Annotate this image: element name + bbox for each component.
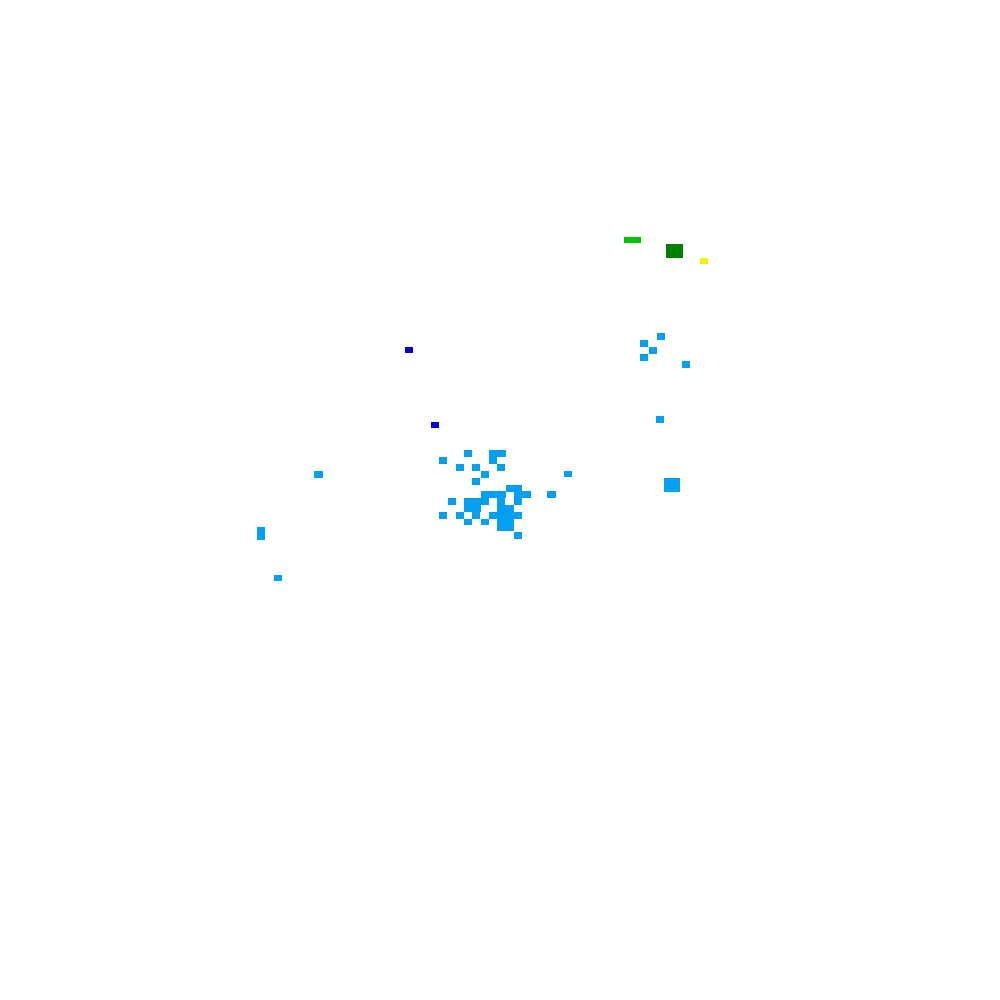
light-blue-pixel-block bbox=[497, 525, 514, 531]
light-blue-pixel-block bbox=[481, 471, 489, 478]
light-blue-pixel-block bbox=[514, 498, 522, 505]
light-blue-pixel-block bbox=[489, 450, 506, 457]
light-blue-pixel-block bbox=[497, 464, 505, 471]
light-blue-pixel-block bbox=[481, 491, 506, 498]
light-blue-pixel-block bbox=[472, 512, 480, 519]
light-blue-pixel-block bbox=[506, 485, 522, 492]
light-blue-pixel-block bbox=[439, 512, 447, 519]
light-blue-pixel-block bbox=[497, 505, 514, 512]
light-blue-pixel-block bbox=[464, 498, 489, 505]
light-blue-pixel-block bbox=[472, 464, 480, 471]
light-blue-pixel-block bbox=[456, 464, 464, 471]
light-blue-pixel-block bbox=[489, 457, 497, 464]
light-blue-pixel-block bbox=[497, 519, 514, 525]
light-blue-pixel-block bbox=[514, 491, 531, 498]
light-blue-pixel-block bbox=[656, 416, 664, 423]
light-blue-pixel-block bbox=[257, 527, 265, 540]
light-blue-pixel-block bbox=[514, 532, 522, 539]
light-blue-pixel-block bbox=[657, 333, 665, 340]
light-blue-pixel-block bbox=[497, 498, 505, 505]
light-blue-pixel-block bbox=[481, 519, 489, 525]
light-blue-pixel-block bbox=[448, 498, 456, 505]
light-blue-pixel-block bbox=[314, 471, 323, 478]
light-blue-pixel-block bbox=[464, 450, 472, 457]
light-blue-pixel-block bbox=[664, 478, 680, 492]
light-blue-pixel-block bbox=[472, 478, 480, 485]
light-blue-pixel-block bbox=[547, 491, 556, 498]
light-blue-pixel-block bbox=[464, 519, 472, 525]
yellow-pixel-block bbox=[700, 258, 708, 264]
light-blue-pixel-block bbox=[274, 575, 282, 581]
light-blue-pixel-block bbox=[640, 340, 648, 347]
light-blue-pixel-block bbox=[464, 505, 481, 512]
light-blue-pixel-block bbox=[640, 354, 648, 361]
dark-green-pixel-block bbox=[666, 244, 683, 258]
light-blue-pixel-block bbox=[489, 512, 522, 519]
light-blue-pixel-block bbox=[649, 347, 657, 354]
light-blue-pixel-block bbox=[439, 457, 447, 464]
light-blue-pixel-block bbox=[682, 361, 690, 368]
blue-pixel-block bbox=[405, 347, 413, 353]
blue-pixel-block bbox=[431, 422, 439, 428]
light-blue-pixel-block bbox=[564, 471, 572, 477]
green-pixel-block bbox=[624, 237, 641, 243]
light-blue-pixel-block bbox=[456, 512, 464, 519]
